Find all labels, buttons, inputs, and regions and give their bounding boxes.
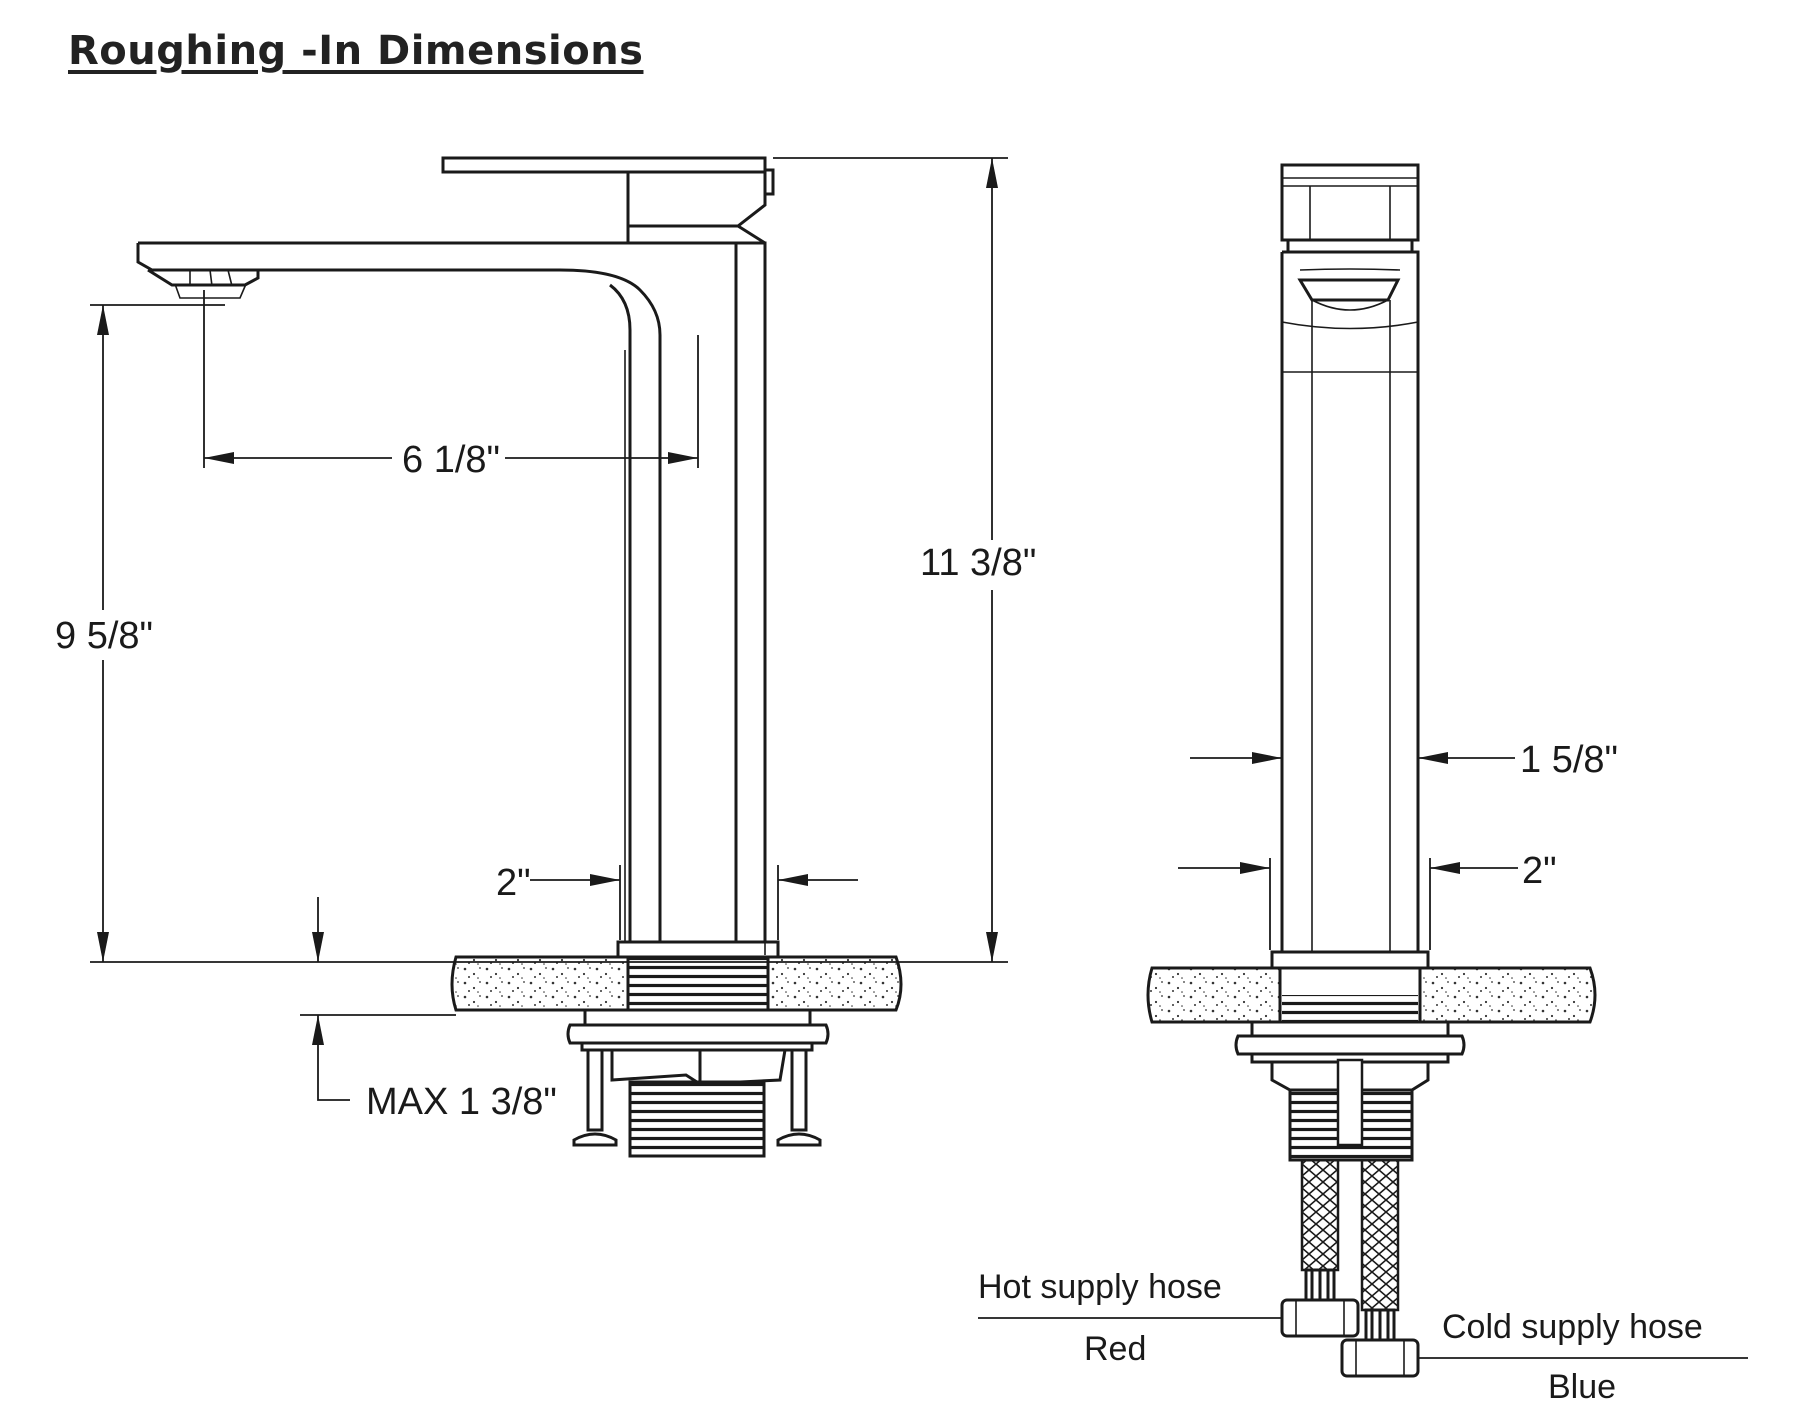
- spout: [136, 241, 767, 365]
- front-countertop-right: [1418, 966, 1597, 1024]
- dim-base-width-front: 2": [1522, 850, 1557, 892]
- front-spout-outlet: [1280, 250, 1420, 330]
- side-view: 6 1/8" 9 5/8" 11 3/8" 2" MAX 1 3/8": [55, 156, 1036, 1158]
- dim-spout-reach: 6 1/8": [402, 439, 500, 481]
- front-handle: [1280, 163, 1420, 242]
- shank: [626, 955, 770, 1012]
- dim-spout-height: 9 5/8": [55, 615, 153, 657]
- dim-overall-height: 11 3/8": [920, 542, 1036, 584]
- hot-hose-label: Hot supply hose: [978, 1268, 1222, 1306]
- front-view: 1 5/8" 2" Hot supply hose Red Cold suppl…: [978, 163, 1748, 1405]
- threaded-tail: [628, 1080, 766, 1158]
- faucet-body: [628, 243, 767, 942]
- hot-hose-color: Red: [1084, 1330, 1146, 1368]
- bolt-right: [776, 1050, 822, 1147]
- cold-hose: [1360, 1158, 1400, 1312]
- handle-lever: [441, 156, 767, 174]
- dim-body-width-front: 1 5/8": [1520, 739, 1618, 781]
- front-countertop-left: [1146, 966, 1282, 1024]
- dim-max-deck-thickness: MAX 1 3/8": [366, 1081, 557, 1123]
- page-title: Roughing -In Dimensions: [68, 28, 644, 74]
- cold-hose-color: Blue: [1548, 1368, 1616, 1405]
- front-body: [1280, 330, 1420, 952]
- cold-hose-nut: [1340, 1338, 1420, 1378]
- hot-hose-nut: [1280, 1298, 1360, 1338]
- dim-base-width-side: 2": [496, 862, 531, 904]
- cold-hose-label: Cold supply hose: [1442, 1308, 1703, 1346]
- bolt-left: [572, 1050, 618, 1147]
- mounting-nut: [610, 1048, 787, 1086]
- countertop-left: [450, 955, 630, 1012]
- hot-hose: [1300, 1158, 1340, 1272]
- countertop-right: [766, 955, 903, 1012]
